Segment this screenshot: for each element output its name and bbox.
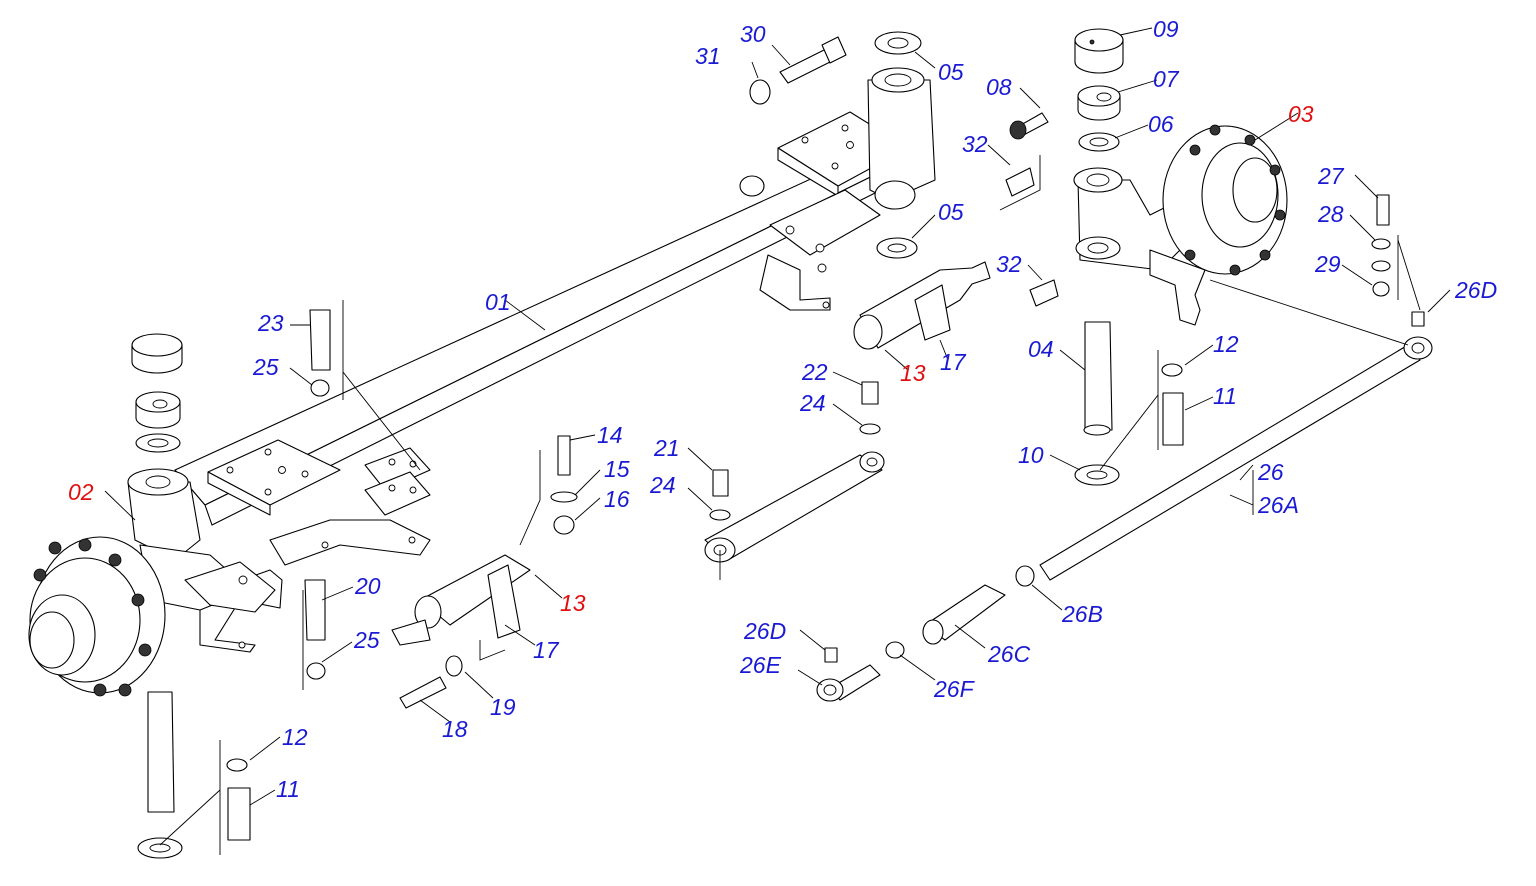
- part-label-l24a: 24: [799, 390, 826, 416]
- part-label-l07: 07: [1153, 66, 1180, 92]
- part-label-l04: 04: [1028, 336, 1054, 362]
- part-label-l12b: 12: [282, 724, 308, 750]
- part-label-l13b: 13: [560, 590, 586, 616]
- part-label-l15: 15: [604, 456, 630, 482]
- part-label-l26F: 26F: [933, 676, 976, 702]
- part-label-l29: 29: [1314, 251, 1341, 277]
- part-label-l26B: 26B: [1061, 601, 1103, 627]
- part-label-l26: 26: [1257, 459, 1284, 485]
- part-label-l03: 03: [1288, 101, 1314, 127]
- steering-cylinders: [391, 261, 991, 646]
- part-label-l13a: 13: [900, 360, 926, 386]
- part-label-l11b: 11: [276, 776, 300, 802]
- right-kingpin-parts: [874, 28, 1124, 486]
- part-label-l25b: 25: [353, 627, 380, 653]
- fasteners: [226, 36, 1391, 841]
- part-label-l18: 18: [442, 716, 468, 742]
- axle-beam-01: [174, 67, 936, 653]
- part-label-l17a: 17: [940, 349, 967, 375]
- tie-rod-26: [816, 311, 1433, 702]
- part-label-l19: 19: [490, 694, 516, 720]
- part-label-l31: 31: [695, 43, 721, 69]
- left-kingpin-parts: [131, 333, 183, 859]
- part-label-l05a: 05: [938, 59, 964, 85]
- part-label-l06: 06: [1148, 111, 1174, 137]
- part-label-l14: 14: [597, 422, 623, 448]
- right-hub-assembly-03: [1073, 124, 1288, 326]
- part-label-l20: 20: [354, 573, 381, 599]
- part-label-l09: 09: [1153, 16, 1179, 42]
- part-label-l30: 30: [740, 21, 766, 47]
- part-label-l08: 08: [986, 74, 1012, 100]
- part-label-l10: 10: [1018, 442, 1044, 468]
- part-label-l21: 21: [653, 435, 680, 461]
- part-label-l26Db: 26D: [743, 618, 786, 644]
- part-label-l11a: 11: [1213, 383, 1237, 409]
- part-label-l23: 23: [257, 310, 284, 336]
- part-label-l22: 22: [801, 359, 828, 385]
- left-hub-assembly-02: [28, 468, 276, 697]
- part-label-l25a: 25: [252, 354, 279, 380]
- part-label-l26C: 26C: [987, 641, 1031, 667]
- part-label-l24b: 24: [649, 472, 676, 498]
- part-label-l05b: 05: [938, 199, 964, 225]
- part-label-l17b: 17: [533, 637, 560, 663]
- part-label-l16: 16: [604, 486, 630, 512]
- part-label-l26Da: 26D: [1454, 277, 1497, 303]
- part-label-l01: 01: [485, 289, 511, 315]
- part-label-l26A: 26A: [1257, 492, 1299, 518]
- part-label-l28: 28: [1317, 201, 1344, 227]
- part-label-l32b: 32: [996, 251, 1022, 277]
- part-label-l12a: 12: [1213, 331, 1239, 357]
- part-label-l27: 27: [1317, 163, 1345, 189]
- part-label-l02: 02: [68, 479, 94, 505]
- part-label-l32a: 32: [962, 131, 988, 157]
- part-labels: 30 31 05 05 09 08 07 06 03 32 32 27 28 2…: [68, 16, 1497, 802]
- part-label-l26E: 26E: [739, 652, 782, 678]
- leader-lines: [104, 27, 1451, 855]
